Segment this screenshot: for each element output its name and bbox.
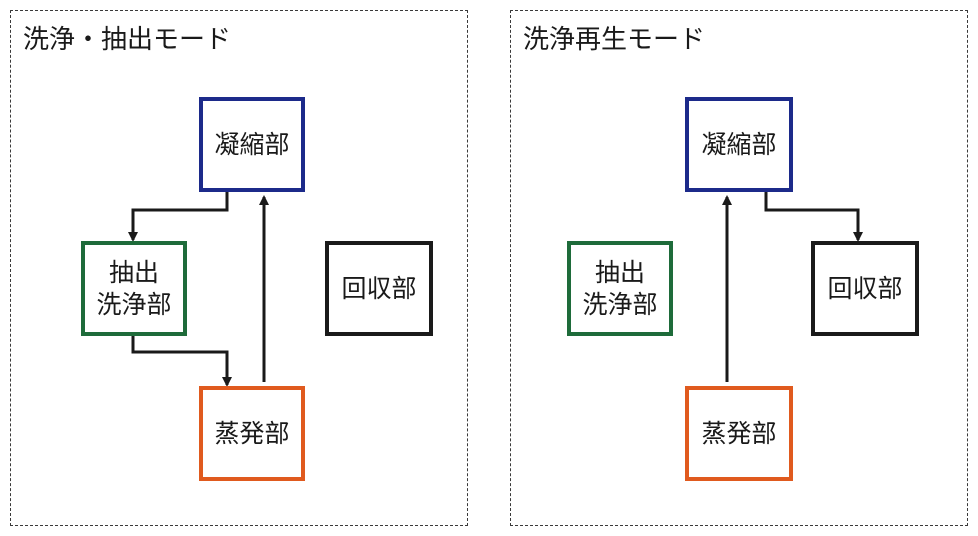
node-label-line2: 洗浄部 <box>582 289 658 319</box>
panel-title: 洗浄・抽出モード <box>23 25 232 55</box>
panel-wash-extraction-mode: 洗浄・抽出モード <box>10 10 468 526</box>
node-label-line1: 抽出 <box>108 257 159 287</box>
node-label: 蒸発部 <box>701 418 777 448</box>
node-label: 凝縮部 <box>214 129 290 159</box>
panel-title: 洗浄再生モード <box>523 25 706 55</box>
node-label: 回収部 <box>341 273 417 303</box>
node-evaporator: 蒸発部 <box>199 386 305 481</box>
node-condenser: 凝縮部 <box>199 97 305 192</box>
node-label-line2: 洗浄部 <box>96 289 172 319</box>
node-extraction-wash: 抽出 洗浄部 <box>567 241 673 336</box>
node-recovery: 回収部 <box>325 241 433 336</box>
panel-wash-regeneration-mode: 洗浄再生モード <box>510 10 968 526</box>
node-recovery: 回収部 <box>811 241 919 336</box>
node-label: 凝縮部 <box>701 129 777 159</box>
node-evaporator: 蒸発部 <box>685 386 793 481</box>
node-extraction-wash: 抽出 洗浄部 <box>81 241 187 336</box>
node-label: 蒸発部 <box>214 418 290 448</box>
node-label: 回収部 <box>827 273 903 303</box>
node-label-line1: 抽出 <box>594 257 645 287</box>
node-condenser: 凝縮部 <box>685 97 793 192</box>
